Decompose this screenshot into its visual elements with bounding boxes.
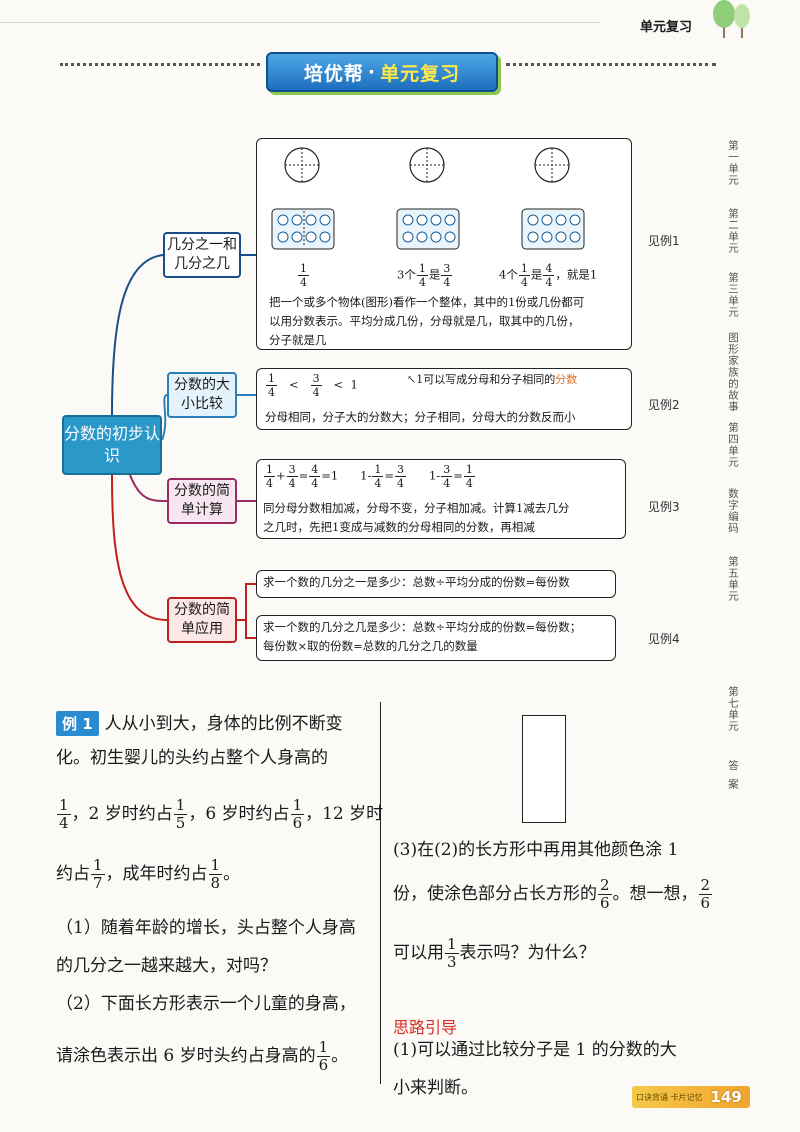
side-tab-shapes[interactable]: 图形家族的故事: [727, 332, 739, 413]
grid-figure-2: [396, 208, 460, 250]
concept-box-4: 求一个数的几分之一是多少：总数÷平均分成的份数=每份数: [256, 570, 616, 598]
side-tab-coding[interactable]: 数字编码: [727, 488, 739, 534]
top-rule: [0, 22, 600, 23]
banner-dotline-left: [60, 63, 260, 66]
ref-example-2: 见例2: [648, 398, 680, 412]
compare-note: ↖1可以写成分母和分子相同的分数: [407, 373, 578, 386]
circles-and-grids-figure: [271, 147, 585, 250]
side-tab-unit5[interactable]: 第五单元: [727, 556, 739, 602]
example-label: 例 1: [56, 711, 99, 736]
question-1a: （1）随着年龄的增长，头占整个人身高: [56, 918, 356, 938]
mindmap-node-fractions: 几分之一和几分之几: [163, 232, 241, 278]
calc-desc-line2: 之几时，先把1变成与减数的分母相同的分数，再相减: [263, 520, 535, 534]
box1-desc-line3: 分子就是几: [269, 333, 327, 347]
side-tab-unit2[interactable]: 第二单元: [727, 208, 739, 254]
mindmap-node-apply: 分数的简单应用: [167, 597, 237, 643]
ref-example-3: 见例3: [648, 500, 680, 514]
box1-desc-line2: 以用分数表示。平均分成几份，分母就是几，取其中的几份，: [269, 314, 580, 328]
side-tab-unit7[interactable]: 第七单元: [727, 686, 739, 732]
hint-line-1: (1)可以通过比较分子是 1 的分数的大: [393, 1040, 677, 1060]
ref-example-4: 见例4: [648, 632, 680, 646]
page-footer-badge: 口诀背诵 卡片记忆 149: [632, 1086, 750, 1108]
mindmap-node-calc: 分数的简单计算: [167, 478, 237, 524]
mindmap-connectors: [111, 254, 256, 639]
side-tab-unit1[interactable]: 第一单元: [727, 140, 739, 186]
tree-icon: [713, 0, 750, 38]
mindmap-root: 分数的初步认识: [62, 415, 162, 475]
box1-desc-line1: 把一个或多个物体(图形)看作一个整体，其中的1份或几份都可: [269, 295, 585, 309]
apply-desc-1: 求一个数的几分之一是多少：总数÷平均分成的份数=每份数: [263, 575, 570, 589]
concept-box-5: 求一个数的几分之几是多少：总数÷平均分成的份数=每份数； 每份数×取的份数=总数…: [256, 615, 616, 661]
banner-dotline-right: [506, 63, 716, 66]
side-tab-answers[interactable]: 答案: [727, 760, 739, 797]
compare-desc: 分母相同，分子大的分数大；分子相同，分母大的分数反而小: [265, 410, 576, 424]
side-tab-unit4[interactable]: 第四单元: [727, 422, 739, 468]
apply-desc-2b: 每份数×取的份数=总数的几分之几的数量: [263, 639, 478, 653]
footer-badge-text: 口诀背诵 卡片记忆: [636, 1092, 703, 1102]
calc-desc-line1: 同分母分数相加减，分母不变，分子相加减。计算1减去几分: [263, 501, 570, 515]
question-3a: (3)在(2)的长方形中再用其他颜色涂 1: [393, 840, 679, 860]
apply-desc-2a: 求一个数的几分之几是多少：总数÷平均分成的份数=每份数；: [263, 620, 582, 634]
section-title: 单元复习: [640, 20, 693, 35]
banner-main: 培优帮: [303, 62, 364, 85]
hint-heading: 思路引导: [393, 1018, 458, 1037]
circle-figure-1: [284, 147, 320, 183]
page-number: 149: [710, 1088, 742, 1106]
side-tab-unit3[interactable]: 第三单元: [727, 272, 739, 318]
mindmap-node-compare: 分数的大小比较: [167, 372, 237, 418]
circle-figure-3: [534, 147, 570, 183]
grid-figure-1: [271, 208, 335, 250]
example-line-2: 化。初生婴儿的头约占整个人身高的: [56, 748, 328, 768]
hint-line-2: 小来判断。: [393, 1078, 478, 1098]
circle-figure-2: [409, 147, 445, 183]
ref-example-1: 见例1: [648, 234, 680, 248]
question-2a: （2）下面长方形表示一个儿童的身高，: [56, 994, 356, 1014]
height-rectangle[interactable]: [522, 715, 566, 823]
banner-dot: ·: [367, 61, 377, 83]
section-banner: 培优帮 · 单元复习: [266, 52, 498, 92]
banner-sub: 单元复习: [380, 62, 461, 85]
column-divider: [380, 702, 381, 1084]
grid-figure-3: [521, 208, 585, 250]
question-1b: 的几分之一越来越大，对吗？: [56, 956, 277, 976]
